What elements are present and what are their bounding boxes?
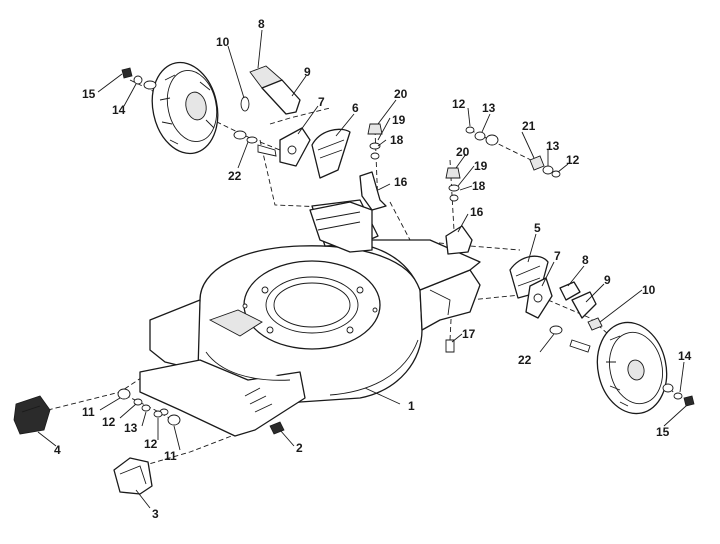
callout-16-b: 16: [470, 205, 484, 219]
left-wheel-fasteners: [121, 67, 277, 157]
callout-8-right: 8: [582, 253, 589, 267]
callout-10-left: 10: [216, 35, 230, 49]
callout-13-a: 13: [124, 421, 138, 435]
rear-wheel-left: [151, 61, 219, 155]
callout-19-a: 19: [392, 113, 406, 127]
front-wheel-right: [596, 321, 668, 415]
callout-16-a: 16: [394, 175, 408, 189]
callout-5: 5: [534, 221, 541, 235]
callout-18-a: 18: [390, 133, 404, 147]
washers-lower-left: [117, 388, 181, 426]
right-height-adjuster: [509, 255, 603, 353]
callout-20-a: 20: [394, 87, 408, 101]
callout-4: 4: [54, 443, 61, 457]
callout-19-b: 19: [474, 159, 488, 173]
callout-11-b: 11: [164, 449, 177, 463]
center-bracket-left: [359, 123, 387, 211]
callout-9-left: 9: [304, 65, 311, 79]
callout-2: 2: [296, 441, 303, 455]
callout-20-b: 20: [456, 145, 470, 159]
callout-13-c: 13: [546, 139, 560, 153]
callout-22-right: 22: [518, 353, 532, 367]
callout-leaders: [37, 29, 687, 509]
callout-15-left: 15: [82, 87, 96, 101]
axle-hardware-top: [465, 126, 561, 178]
callout-12-a: 12: [102, 415, 116, 429]
rear-hinge-part: [13, 395, 51, 435]
callout-7-left: 7: [318, 95, 325, 109]
callout-15-right: 15: [656, 425, 670, 439]
callout-numbers: 1 2 3 4 5 6 7 7 8 8 9 9 10 10 11 11 12 1…: [54, 17, 692, 521]
callout-22-left: 22: [228, 169, 242, 183]
callout-11-a: 11: [82, 405, 95, 419]
callout-1: 1: [408, 399, 415, 413]
center-bracket-right: [445, 167, 473, 255]
right-wheel-fasteners: [662, 383, 695, 407]
left-height-adjuster: [240, 65, 373, 253]
callout-6: 6: [352, 101, 359, 115]
bolt-part-17: [445, 339, 455, 353]
callout-8-left: 8: [258, 17, 265, 31]
mulch-plug-part: [113, 457, 153, 495]
callout-13-b: 13: [482, 101, 496, 115]
callout-17: 17: [462, 327, 476, 341]
callout-3: 3: [152, 507, 159, 521]
callout-12-b: 12: [144, 437, 158, 451]
callout-14-right: 14: [678, 349, 692, 363]
callout-18-b: 18: [472, 179, 486, 193]
callout-12-d: 12: [566, 153, 580, 167]
callout-10-right: 10: [642, 283, 656, 297]
callout-14-left: 14: [112, 103, 126, 117]
callout-7-right: 7: [554, 249, 561, 263]
callout-9-right: 9: [604, 273, 611, 287]
callout-21: 21: [522, 119, 536, 133]
callout-12-c: 12: [452, 97, 466, 111]
mower-deck: [139, 199, 481, 437]
